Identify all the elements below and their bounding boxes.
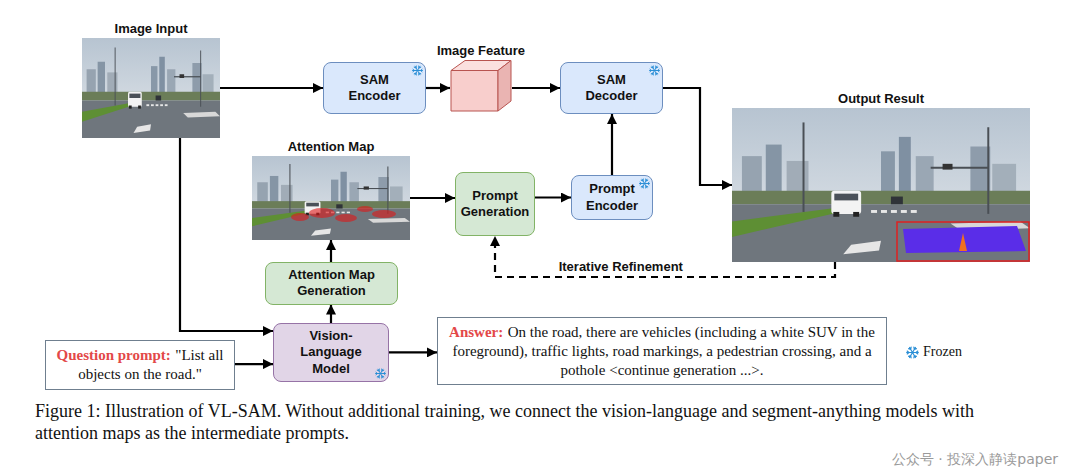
prompt-box: Question prompt:"List all objects on the…	[45, 340, 235, 390]
heading-text: Image Feature	[437, 43, 525, 58]
connector	[330, 240, 332, 262]
model-box: Vision-Language Model	[273, 323, 389, 382]
edge-label: Iterative Refinement	[556, 259, 686, 274]
box-text: Prompt Generation	[461, 188, 530, 221]
process-box: Attention Map Generation	[265, 262, 398, 305]
output-photo: Output Result	[732, 108, 1030, 262]
connector	[426, 87, 450, 89]
process-box: Prompt Generation	[455, 172, 535, 236]
prompt-heading: Answer:	[449, 324, 503, 340]
box-text: Vision-Language Model	[280, 328, 382, 377]
box-label: SAM Encoder	[348, 72, 400, 103]
attention-heat	[291, 206, 396, 222]
box-text: SAM Encoder	[340, 72, 410, 105]
box-label: SAM Decoder	[585, 72, 637, 103]
connector	[410, 197, 455, 199]
connector	[495, 236, 835, 277]
legend-text: Frozen	[923, 344, 962, 360]
connector	[235, 363, 273, 365]
frozen-icon	[412, 65, 423, 76]
cube-shape	[450, 60, 512, 112]
segmentation-mask	[897, 222, 1029, 261]
frozen-icon	[906, 346, 919, 359]
connector	[512, 87, 560, 89]
connector	[389, 351, 437, 353]
process-box: Prompt Encoder	[571, 175, 653, 220]
legend-item: Frozen	[906, 344, 962, 360]
feature-cube: Image Feature	[450, 60, 512, 112]
box-label: Prompt Encoder	[586, 181, 638, 212]
watermark: 公众号 · 投深入静读paper	[892, 451, 1058, 469]
input-photo: Image Input	[82, 38, 220, 138]
heading-text: Attention Map	[288, 139, 375, 154]
process-box: SAM Decoder	[560, 62, 663, 114]
process-box: SAM Encoder	[323, 62, 426, 114]
frozen-icon	[649, 65, 660, 76]
box-text: Prompt Encoder	[582, 181, 642, 214]
connector	[535, 196, 571, 198]
frozen-icon	[375, 368, 386, 379]
connector	[330, 305, 332, 324]
prompt-heading: Question prompt:	[56, 347, 170, 363]
box-text: Answer:On the road, there are vehicles (…	[446, 323, 878, 379]
frozen-icon	[639, 178, 650, 189]
connector	[220, 87, 323, 89]
answer-box: Answer:On the road, there are vehicles (…	[437, 317, 887, 385]
box-text: SAM Decoder	[577, 72, 647, 105]
connector	[180, 138, 273, 331]
connector	[611, 114, 613, 175]
figure-caption: Figure 1: Illustration of VL-SAM. Withou…	[35, 400, 1035, 444]
heading-text: Image Input	[115, 21, 188, 36]
box-label: Prompt Generation	[461, 188, 530, 219]
connector	[663, 88, 732, 185]
box-label: Vision-Language Model	[300, 328, 361, 376]
box-label: Attention Map Generation	[288, 267, 375, 298]
attention-photo: Attention Map	[252, 156, 410, 240]
heading-text: Output Result	[838, 91, 924, 106]
box-label: On the road, there are vehicles (includi…	[452, 324, 874, 378]
box-text: Question prompt:"List all objects on the…	[54, 346, 226, 384]
box-text: Attention Map Generation	[276, 267, 388, 300]
